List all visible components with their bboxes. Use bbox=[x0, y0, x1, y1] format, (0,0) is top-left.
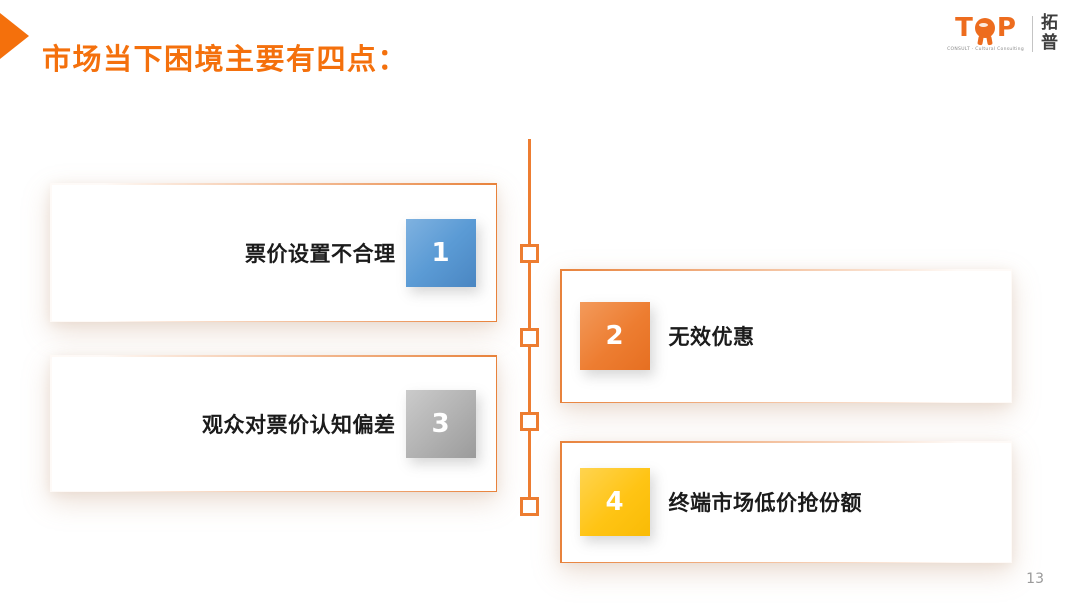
timeline-node-3 bbox=[520, 412, 539, 431]
page-number: 13 bbox=[1026, 571, 1044, 587]
company-logo: T P CONSULT · Cultural Consulting 拓 普 bbox=[947, 13, 1058, 53]
card-point-1: 票价设置不合理 1 bbox=[50, 183, 497, 322]
card-3-body: 观众对票价认知偏差 3 bbox=[51, 356, 496, 491]
card-point-3: 观众对票价认知偏差 3 bbox=[50, 355, 497, 492]
timeline-node-1 bbox=[520, 244, 539, 263]
card-1-body: 票价设置不合理 1 bbox=[51, 184, 496, 321]
page-title: 市场当下困境主要有四点： bbox=[42, 42, 409, 77]
timeline-line bbox=[528, 139, 531, 512]
card-3-label: 观众对票价认知偏差 bbox=[202, 412, 396, 437]
logo-wordmark: T P bbox=[955, 15, 1016, 41]
timeline-node-4 bbox=[520, 497, 539, 516]
logo-cn-char-1: 拓 bbox=[1041, 13, 1058, 33]
logo-cn-char-2: 普 bbox=[1041, 32, 1058, 53]
logo-chinese-name: 拓 普 bbox=[1041, 13, 1058, 53]
card-1-label: 票价设置不合理 bbox=[245, 241, 396, 266]
logo-wordmark-block: T P CONSULT · Cultural Consulting bbox=[947, 15, 1024, 52]
logo-divider bbox=[1032, 15, 1033, 52]
logo-tagline: CONSULT · Cultural Consulting bbox=[947, 47, 1024, 53]
card-4-body: 4 终端市场低价抢份额 bbox=[561, 442, 1011, 562]
card-3-number-badge: 3 bbox=[405, 389, 476, 458]
card-1-number-badge: 1 bbox=[405, 218, 476, 287]
card-4-number-badge: 4 bbox=[579, 468, 650, 536]
logo-letter-t: T bbox=[955, 13, 973, 44]
card-4-label: 终端市场低价抢份额 bbox=[668, 491, 862, 515]
logo-person-icon bbox=[974, 18, 995, 39]
logo-letter-p: P bbox=[996, 13, 1016, 44]
card-2-number-badge: 2 bbox=[579, 302, 650, 370]
card-point-4: 4 终端市场低价抢份额 bbox=[560, 441, 1012, 563]
card-2-label: 无效优惠 bbox=[668, 325, 755, 349]
card-point-2: 2 无效优惠 bbox=[560, 269, 1012, 403]
title-arrow-icon bbox=[0, 13, 29, 59]
card-2-body: 2 无效优惠 bbox=[561, 270, 1011, 402]
timeline-node-2 bbox=[520, 328, 539, 347]
